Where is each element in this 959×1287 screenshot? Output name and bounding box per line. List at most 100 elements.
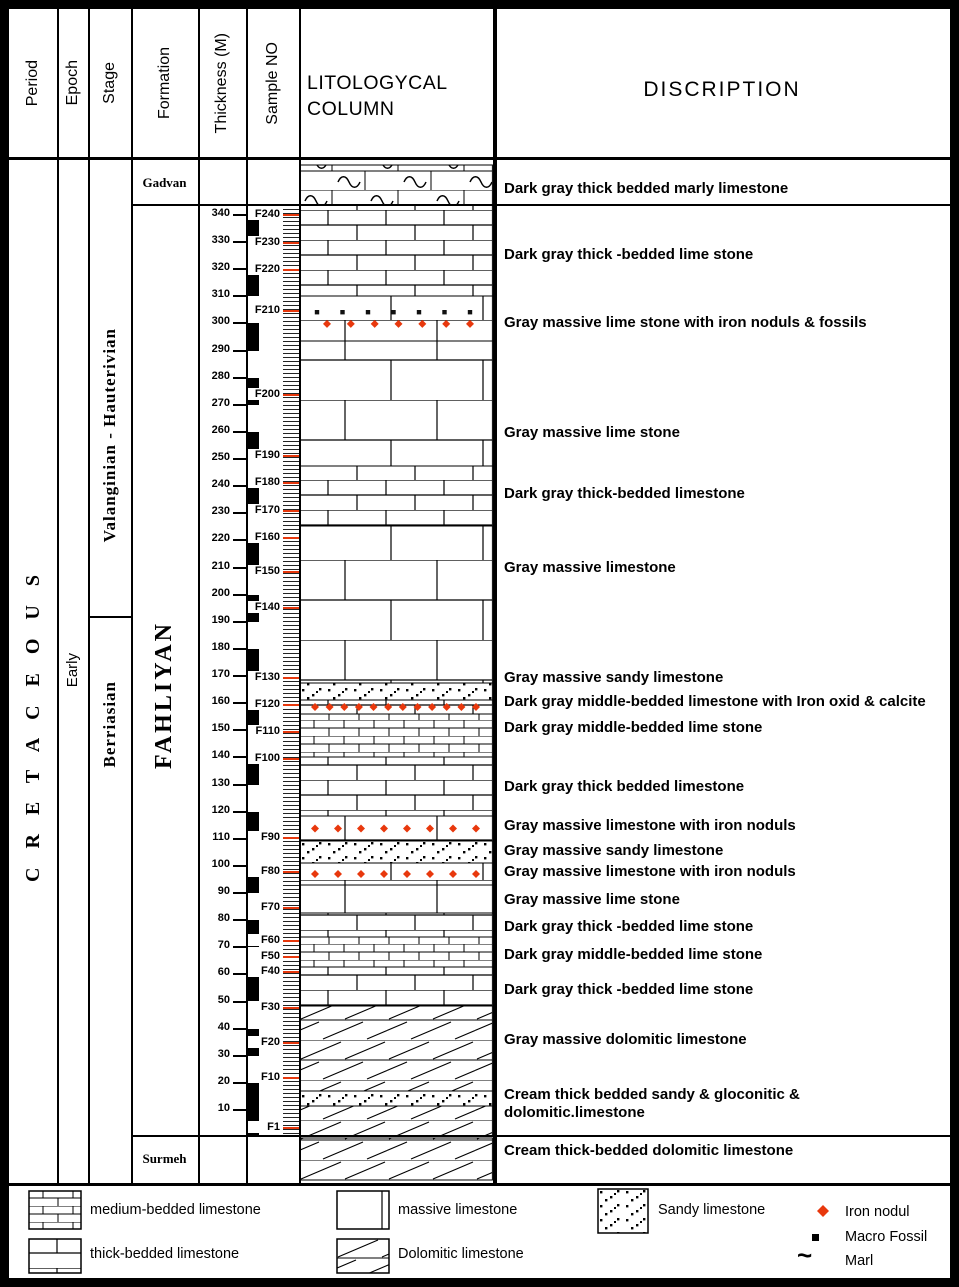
iron-nodule-mark [398,703,407,711]
lithology-description: Gray massive dolomitic limestone [504,1031,747,1048]
iron-nodule-mark [442,319,451,328]
thickness-tick-label: 20 [217,1074,230,1087]
thickness-tick [233,430,246,433]
thickness-tick-label: 90 [217,885,230,898]
lithology-segment-brick_thick [299,912,493,938]
formation-surmeh: Surmeh [131,1136,198,1182]
lithology-description: Dark gray thick-bedded limestone [504,485,745,502]
formation-gadvan-label: Gadvan [142,175,187,190]
divider-period-epoch [57,9,59,1183]
header-epoch-label: Epoch [63,60,81,106]
thickness-tick [233,593,246,596]
sample-depth-line [283,758,299,760]
thickness-tick-label: 290 [211,342,230,355]
period-cell: C R E T A C E O U S [9,250,57,1200]
thickness-tick-label: 50 [217,993,230,1006]
sample-depth-line [283,1007,299,1009]
thickness-tick-label: 150 [211,722,230,735]
thickness-tick [233,1109,246,1111]
lithology-segment-brick_thick [299,204,493,297]
lithology-description: Gray massive limestone with iron noduls [504,863,796,880]
thickness-tick [233,349,246,352]
thickness-tick [233,241,246,244]
thickness-tick-label: 60 [217,966,230,979]
sample-label: F190 [248,449,280,461]
thickness-tick [233,1054,246,1057]
bedding-tick-strip [283,205,299,1136]
depth-bar-block [246,269,259,297]
sample-label: F110 [248,725,280,737]
stage-boundary [88,616,131,618]
sample-label: F10 [248,1071,280,1083]
depth-bar-block [246,215,259,243]
iron-nodule-mark [346,319,355,328]
lithology-segment-massive [299,295,493,342]
formation-surmeh-label: Surmeh [142,1151,187,1166]
legend-swatch-thick-bedded [28,1238,82,1274]
lithology-segment-brick_thick [299,465,493,527]
lithology-segment-massive [299,525,493,684]
thickness-tick-label: 100 [211,857,230,870]
sample-label: F130 [248,671,280,683]
thickness-tick-label: 110 [212,830,230,843]
lithology-column-graphic [299,164,493,1181]
divider-stage-formation [131,9,133,1183]
thickness-tick [233,403,246,406]
stage-upper-label: Valanginian - Hauterivian [99,328,119,543]
sample-label: F100 [248,752,280,764]
iron-nodule-mark [380,824,388,833]
iron-nodule-mark [311,703,319,711]
lithology-segment-dolomitic [299,1137,493,1181]
sample-label: F180 [248,476,280,488]
sample-depth-line [283,731,299,733]
header-formation: Formation [131,9,198,157]
thickness-tick [233,458,246,461]
iron-nodule-mark [457,703,466,711]
legend-swatch-massive [336,1190,390,1230]
lithology-description: Dark gray middle-bedded lime stone [504,719,763,736]
header-thickness-label: Thickness (M) [213,32,230,134]
thickness-tick-label: 280 [211,369,230,382]
divider-thickness-sample [246,9,248,1183]
header-formation-label: Formation [155,46,173,120]
sample-label: F170 [248,504,280,516]
sample-label: F200 [248,388,280,400]
thickness-tick-label: 10 [217,1102,230,1114]
lithology-segment-massive [299,340,493,467]
epoch-label: Early [64,653,81,688]
macro-fossil-icon [812,1234,819,1241]
sample-depth-line [283,607,299,609]
legend-swatch-dolomitic [336,1238,390,1274]
header-sample-no: Sample NO [246,9,299,157]
sample-label: F1 [248,1121,280,1133]
lithology-description: Gray massive sandy limestone [504,669,724,686]
thickness-tick [233,837,246,840]
lithology-segments [299,164,493,1181]
lithology-description: Dark gray thick -bedded lime stone [504,246,754,263]
thickness-tick-label: 310 [211,288,230,301]
iron-nodule-mark [357,824,365,833]
thickness-tick-label: 330 [211,234,230,247]
iron-nodule-mark [472,824,480,833]
formation-fahliyan-label: FAHLIYAN [151,620,177,770]
stage-lower-label: Berriasian [99,681,119,768]
header-lithological-column: LITOLOGYCAL COLUMN [307,72,448,121]
thickness-tick-label: 220 [211,532,230,545]
depth-bar-block [246,1082,259,1110]
sample-depth-line [283,571,299,573]
legend-label-massive: massive limestone [398,1202,518,1218]
thickness-tick [233,1081,246,1084]
thickness-tick [233,214,246,216]
thickness-tick-label: 130 [211,776,230,789]
iron-nodule-mark [472,703,480,711]
iron-nodule-mark [370,319,379,328]
sample-label: F140 [248,601,280,613]
header-period: Period [9,9,57,157]
thickness-tick-label: 40 [217,1020,230,1033]
iron-nodule-mark [413,703,422,711]
thickness-tick-label: 120 [211,803,230,816]
header-bottom-line [9,157,950,160]
thickness-tick [233,295,246,298]
iron-nodule-mark [380,870,388,878]
thickness-tick-label: 200 [211,586,230,599]
